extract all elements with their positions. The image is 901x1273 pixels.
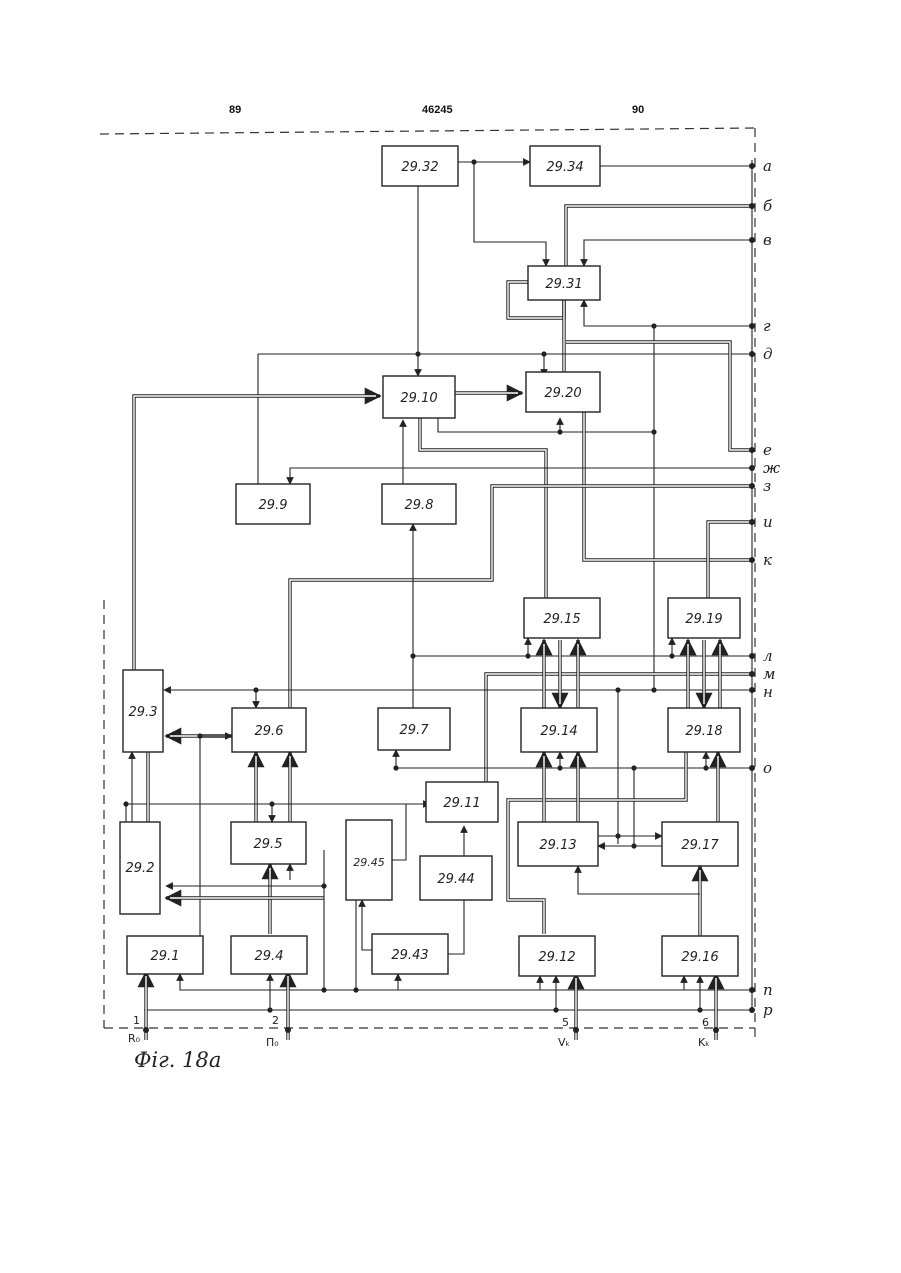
block-label: 29.17 <box>681 838 719 853</box>
block-label: 29.32 <box>401 160 438 175</box>
input-2-symbol: П₀ <box>266 1036 279 1049</box>
output-label-v: в <box>763 231 772 249</box>
input-1-number: 1 <box>133 1014 140 1027</box>
block-29-20: 29.20 <box>526 372 600 412</box>
dashed-frame <box>100 128 755 1040</box>
output-label-l: л <box>763 647 773 665</box>
input-labels: 1 R₀ 2 П₀ 5 Vₖ 6 Kₖ <box>128 1014 710 1049</box>
block-29-32: 29.32 <box>382 146 458 186</box>
block-label: 29.5 <box>254 837 283 852</box>
block-29-34: 29.34 <box>530 146 600 186</box>
block-29-5: 29.5 <box>231 822 306 864</box>
output-label-n: н <box>763 683 773 701</box>
block-29-7: 29.7 <box>378 708 450 750</box>
output-label-b: б <box>763 197 773 215</box>
block-label: 29.31 <box>545 277 582 292</box>
block-29-1: 29.1 <box>127 936 203 974</box>
block-label: 29.18 <box>685 724 722 739</box>
output-label-z: з <box>763 477 771 495</box>
block-29-10: 29.10 <box>383 376 455 418</box>
block-label: 29.1 <box>151 949 180 964</box>
block-label: 29.6 <box>255 724 284 739</box>
block-29-14: 29.14 <box>521 708 597 752</box>
block-label: 29.10 <box>400 391 437 406</box>
output-label-i: и <box>763 513 773 531</box>
block-29-11: 29.11 <box>426 782 498 822</box>
output-label-m: м <box>763 665 775 683</box>
block-label: 29.15 <box>543 612 580 627</box>
block-29-6: 29.6 <box>232 708 306 752</box>
input-2-number: 2 <box>272 1014 279 1027</box>
block-29-19: 29.19 <box>668 598 740 638</box>
input-5-number: 5 <box>562 1016 569 1029</box>
block-29-12: 29.12 <box>519 936 595 976</box>
block-29-15: 29.15 <box>524 598 600 638</box>
junction-dots <box>123 159 719 1033</box>
block-label: 29.3 <box>129 705 158 720</box>
output-label-k: к <box>763 551 772 569</box>
block-29-45: 29.45 <box>346 820 392 900</box>
block-label: 29.9 <box>259 498 288 513</box>
input-5-symbol: Vₖ <box>558 1036 570 1049</box>
block-label: 29.45 <box>353 856 385 869</box>
input-6-symbol: Kₖ <box>698 1036 710 1049</box>
input-1-symbol: R₀ <box>128 1032 141 1045</box>
output-label-a: а <box>763 157 772 175</box>
block-label: 29.14 <box>540 724 577 739</box>
block-29-8: 29.8 <box>382 484 456 524</box>
block-label: 29.34 <box>546 160 583 175</box>
block-29-3: 29.3 <box>123 670 163 752</box>
block-29-13: 29.13 <box>518 822 598 866</box>
block-label: 29.43 <box>391 948 428 963</box>
connections <box>126 162 752 1040</box>
block-29-18: 29.18 <box>668 708 740 752</box>
output-label-r: р <box>763 1001 773 1019</box>
output-label-d: д <box>763 345 773 363</box>
block-label: 29.20 <box>544 386 581 401</box>
output-label-zh: ж <box>763 459 780 477</box>
output-label-p: п <box>763 981 773 999</box>
block-29-2: 29.2 <box>120 822 160 914</box>
block-29-43: 29.43 <box>372 934 448 974</box>
block-label: 29.8 <box>405 498 434 513</box>
block-label: 29.7 <box>400 723 430 738</box>
block-29-9: 29.9 <box>236 484 310 524</box>
block-label: 29.16 <box>681 950 718 965</box>
block-29-4: 29.4 <box>231 936 307 974</box>
block-label: 29.4 <box>255 949 284 964</box>
block-label: 29.2 <box>126 861 155 876</box>
output-label-o: о <box>763 759 772 777</box>
block-label: 29.13 <box>539 838 576 853</box>
input-6-number: 6 <box>702 1016 709 1029</box>
block-label: 29.11 <box>443 796 480 811</box>
output-labels: а б в г д е ж з и к л м н о п р <box>763 157 780 1019</box>
block-29-31: 29.31 <box>528 266 600 300</box>
block-29-17: 29.17 <box>662 822 738 866</box>
block-label: 29.19 <box>685 612 722 627</box>
output-label-g: г <box>763 317 771 335</box>
block-label: 29.12 <box>538 950 575 965</box>
output-label-e: е <box>763 441 772 459</box>
figure-caption: Фіг. 18а <box>134 1048 221 1072</box>
block-29-16: 29.16 <box>662 936 738 976</box>
block-label: 29.44 <box>437 872 474 887</box>
block-29-44: 29.44 <box>420 856 492 900</box>
